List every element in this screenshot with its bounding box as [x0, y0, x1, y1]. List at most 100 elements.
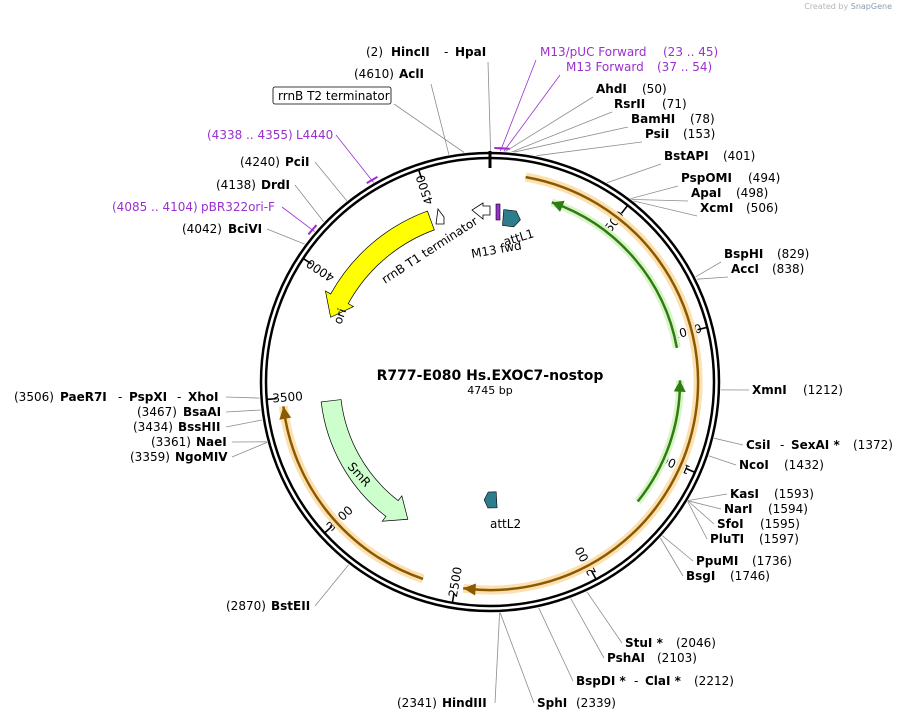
- site-acli-name: AclI: [399, 67, 424, 81]
- site-ncoi-name: NcoI: [739, 458, 769, 472]
- site-pspxi-dash: -: [118, 390, 122, 404]
- site-paer7i-pos: (3506): [14, 390, 54, 404]
- orange-arrowhead: [463, 583, 476, 596]
- tick-1000: [697, 326, 708, 331]
- site-pshai-name: PshAI: [607, 651, 645, 665]
- rrnb-t2-box: [272, 86, 392, 105]
- rrnb-t2-label: rrnB T2 terminator: [278, 89, 390, 103]
- tick-label-4000: 4000: [304, 256, 337, 285]
- site-bsphi-name: BspHI: [724, 247, 763, 261]
- attl1-arrow: [502, 209, 521, 228]
- site-stui-pos: (2046): [676, 636, 716, 650]
- site-bamhi-name: BamHI: [631, 112, 675, 126]
- leader-line-25: [538, 607, 574, 682]
- site-bstapi-pos: (401): [723, 149, 755, 163]
- primer-l4440-name: L4440: [296, 128, 333, 142]
- site-hpai-name: HpaI: [455, 45, 486, 59]
- site-naei-pos: (3361): [151, 435, 191, 449]
- green-feature-arc-2: [636, 380, 682, 503]
- leader-line-3: [503, 74, 561, 152]
- site-csii-pos: (1372): [853, 438, 893, 452]
- site-rsrii-name: RsrII: [614, 97, 645, 111]
- m13-fwd-label: M13 fwd: [470, 238, 523, 261]
- leader-line-13: [696, 276, 729, 280]
- site-paer7i-name: PaeR7I: [60, 390, 107, 404]
- rrnb-t1-arrow: [471, 202, 491, 220]
- primer-pbr322-range: (4085 .. 4104): [112, 200, 198, 214]
- site-naei-name: NaeI: [196, 435, 227, 449]
- primer-m13puc-name: M13/pUC Forward: [540, 45, 647, 59]
- site-xhoi-dash: -: [177, 390, 181, 404]
- site-pluti-name: PluTI: [710, 532, 744, 546]
- orange-feature-arc-2: [282, 406, 424, 581]
- site-xhoi-name: XhoI: [188, 390, 219, 404]
- feature-arrows: [278, 147, 703, 596]
- site-bsshii-pos: (3434): [133, 420, 173, 434]
- rrnb-t2-arrow: [435, 207, 445, 225]
- site-nari-name: NarI: [724, 502, 753, 516]
- site-bcivi-name: BciVI: [228, 222, 262, 236]
- site-ahdi-name: AhdI: [596, 82, 627, 96]
- leader-line-24: [570, 598, 605, 659]
- primer-m13puc-range: (23 .. 45): [663, 45, 718, 59]
- leader-line-31: [225, 419, 263, 428]
- site-nari-pos: (1594): [768, 502, 808, 516]
- site-kasi-pos: (1593): [774, 487, 814, 501]
- site-apai-name: ApaI: [691, 186, 721, 200]
- site-hincii-pos: (2): [366, 45, 383, 59]
- site-ahdi-pos: (50): [642, 82, 667, 96]
- ori-label: ori: [331, 307, 349, 326]
- site-hindiii-pos: (2341): [397, 696, 437, 710]
- site-bsgi-name: BsgI: [686, 569, 715, 583]
- site-sphi-pos: (2339): [576, 696, 616, 710]
- leader-line-19: [687, 500, 715, 525]
- leader-line-15: [713, 437, 744, 446]
- leader-line-6: [513, 126, 629, 153]
- tick-label-4500: 4500: [413, 173, 436, 206]
- created-by-credit: Created by SnapGene: [804, 2, 892, 11]
- site-pspxi-name: PspXI: [129, 390, 167, 404]
- tick-500: [620, 204, 629, 214]
- attl2-arrow: [483, 491, 498, 509]
- site-ncoi-pos: (1432): [784, 458, 824, 472]
- leader-line-18: [688, 500, 722, 510]
- leader-line-23: [586, 591, 623, 644]
- tick-4000: [302, 257, 312, 265]
- site-apai-pos: (498): [736, 186, 768, 200]
- site-bspdi-name: BspDI *: [576, 674, 626, 688]
- tick-2000: [590, 570, 597, 580]
- smr-arrow: [320, 399, 409, 522]
- tick-2500: [451, 592, 455, 603]
- attl2-label: attL2: [490, 517, 521, 531]
- site-bsteii-name: BstEII: [271, 599, 310, 613]
- snapgene-logo-text: SnapGene: [850, 2, 892, 11]
- primer-m13fwd-name: M13 Forward: [566, 60, 644, 74]
- site-hindiii-name: HindIII: [442, 696, 487, 710]
- leader-line-17: [688, 493, 728, 501]
- leader-line-2: [500, 59, 537, 152]
- leader-line-36: [294, 184, 325, 222]
- site-csii-name: CsiI: [746, 438, 771, 452]
- leader-line-33: [231, 442, 268, 458]
- leader-line-20: [687, 501, 708, 540]
- primer-m13fwd-mark: [497, 147, 511, 150]
- site-clai-dash: -: [634, 674, 638, 688]
- leader-line-8: [606, 163, 662, 184]
- site-psii-pos: (153): [683, 127, 715, 141]
- site-acci-name: AccI: [731, 262, 759, 276]
- site-sexai-dash: -: [780, 438, 784, 452]
- site-bamhi-pos: (78): [690, 112, 715, 126]
- site-sfoi-name: SfoI: [717, 517, 744, 531]
- ori-arrow: [324, 210, 435, 318]
- leader-line-26: [499, 612, 535, 704]
- leader-line-38: [335, 134, 374, 183]
- site-bstapi-name: BstAPI: [664, 149, 709, 163]
- site-bsaai-name: BsaAI: [183, 405, 221, 419]
- site-drdi-pos: (4138): [216, 178, 256, 192]
- site-xmni-name: XmnI: [752, 383, 787, 397]
- site-hincii-name: HincII: [391, 45, 430, 59]
- site-bsphi-pos: (829): [777, 247, 809, 261]
- site-bsaai-pos: (3467): [137, 405, 177, 419]
- site-ppumi-name: PpuMI: [696, 554, 738, 568]
